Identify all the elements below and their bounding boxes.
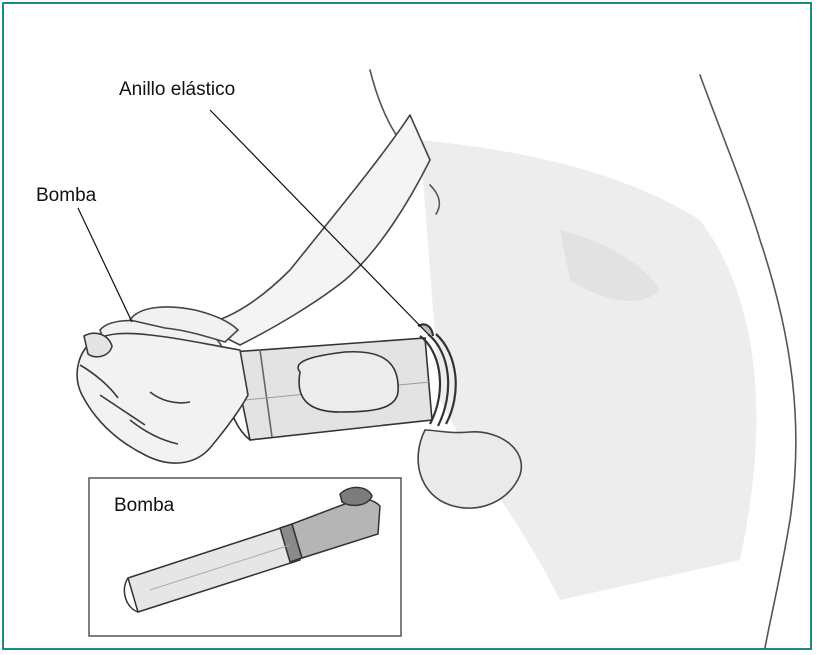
pump-cylinder [226,338,432,440]
pump-leader-line [78,208,132,322]
inset-pump-label: Bomba [114,496,174,515]
pump-label: Bomba [36,186,96,205]
torso-shading [420,140,756,600]
ring-label: Anillo elástico [119,80,235,99]
holding-hand [77,333,248,463]
arm [200,115,430,345]
